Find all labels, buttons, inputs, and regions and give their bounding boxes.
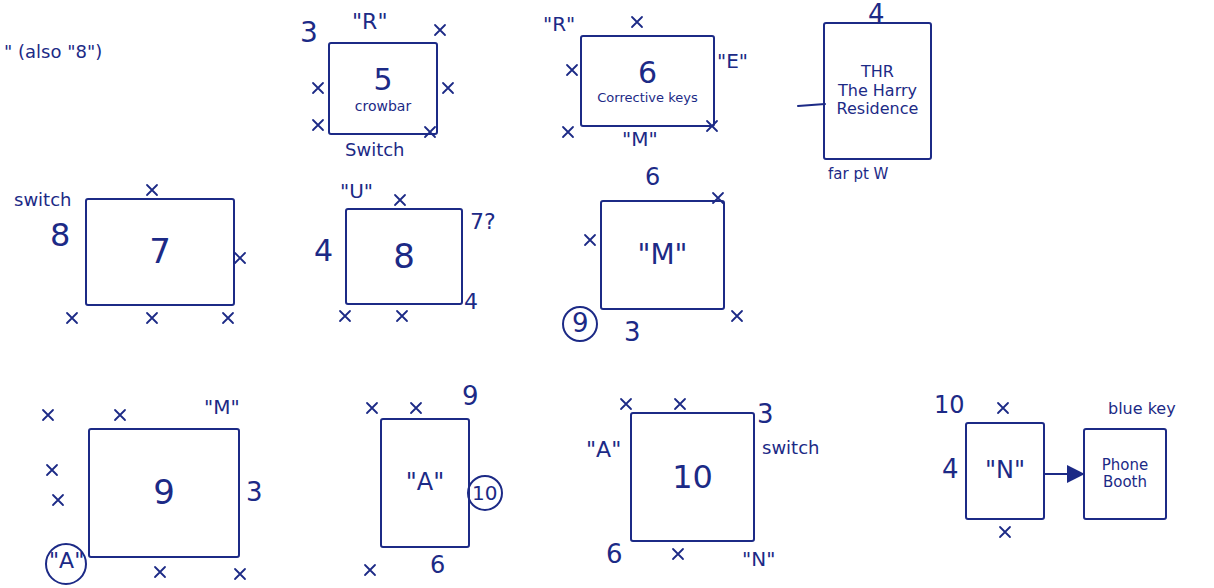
room-box: "M" [600,200,725,310]
side-note: 8 [50,218,70,253]
side-note: 3 [757,400,774,429]
exit-mark [147,313,157,323]
exit-mark [223,313,233,323]
side-note: 4 [942,455,959,484]
exit-mark [1000,527,1010,537]
side-note: " (also "8") [4,42,102,62]
exit-mark [443,83,453,93]
side-note: blue key [1108,400,1176,418]
room-number: Phone Booth [1089,457,1161,492]
exit-mark [47,465,57,475]
room-box: 9 [88,428,240,558]
exit-mark [675,399,685,409]
side-note: Switch [345,140,405,160]
side-note: 3 [246,478,263,507]
stub-line [798,104,825,106]
room-box: 8 [345,208,463,305]
exit-mark [365,565,375,575]
room-note: Corrective keys [597,91,697,106]
exit-mark [395,195,405,205]
exit-mark [235,253,245,263]
side-note: "R" [543,13,575,35]
room-number: "M" [638,239,688,271]
exit-mark [632,17,642,27]
exit-mark [340,311,350,321]
room-number: 9 [153,473,175,512]
exit-mark [43,410,53,420]
side-note: 6 [645,164,660,190]
exit-mark [115,410,125,420]
side-note: 9 [462,382,479,411]
exit-mark [435,25,445,35]
exit-mark [998,403,1008,413]
side-note: "M" [204,396,240,418]
exit-mark [67,313,77,323]
exit-mark [397,311,407,321]
connector-arrow [1045,473,1083,475]
exit-mark [235,569,245,579]
room-box: 5crowbar [328,42,438,135]
exit-mark [732,311,742,321]
side-note: "R" [352,10,388,34]
room-number: "A" [406,469,445,497]
room-note: crowbar [355,98,411,114]
exit-mark [673,549,683,559]
exit-mark [567,65,577,75]
side-note: 3 [300,18,318,49]
side-note: 4 [314,234,333,267]
exit-mark [313,83,323,93]
exit-mark [367,403,377,413]
callout-circle [468,476,502,510]
exit-mark [53,495,63,505]
room-number: 5 [373,63,392,98]
room-box: "A" [380,418,470,548]
room-number: "N" [985,457,1025,485]
exit-mark [621,399,631,409]
side-note: 6 [430,552,445,578]
side-note: "A" [586,438,621,462]
exit-mark [425,127,435,137]
room-box: 10 [630,412,755,542]
room-number: 8 [393,237,415,276]
side-note: 9 [572,309,589,338]
side-note: "U" [340,180,373,202]
side-note: 6 [606,540,623,569]
side-note: 10 [472,482,497,504]
side-note: "N" [742,548,775,570]
exit-mark [155,567,165,577]
side-note: "E" [717,50,748,72]
exit-mark [411,403,421,413]
exit-marks [43,17,1010,579]
side-note: "M" [622,128,658,150]
exit-mark [585,235,595,245]
side-note: 4 [868,0,885,29]
exit-mark [313,120,323,130]
room-box: THRThe Harry Residence [823,22,932,160]
room-number: 10 [672,459,713,496]
room-number: 6 [638,56,657,91]
room-box: 6Corrective keys [580,35,715,127]
exit-mark [147,185,157,195]
side-note: far pt W [828,166,888,183]
side-note: 4 [464,290,478,314]
room-number: THR [861,63,894,81]
side-note: switch [762,438,819,458]
callout-circle [46,544,86,584]
room-number: 7 [149,232,171,271]
room-box: Phone Booth [1083,428,1167,520]
side-note: "A" [49,549,84,573]
side-note: 7? [470,210,496,234]
exit-mark [563,127,573,137]
room-box: 7 [85,198,235,306]
side-note: 10 [934,392,965,418]
side-note: 3 [624,318,641,347]
room-note: The Harry Residence [829,82,926,119]
callout-circle [563,307,597,341]
room-box: "N" [965,422,1045,520]
side-note: switch [14,190,71,210]
